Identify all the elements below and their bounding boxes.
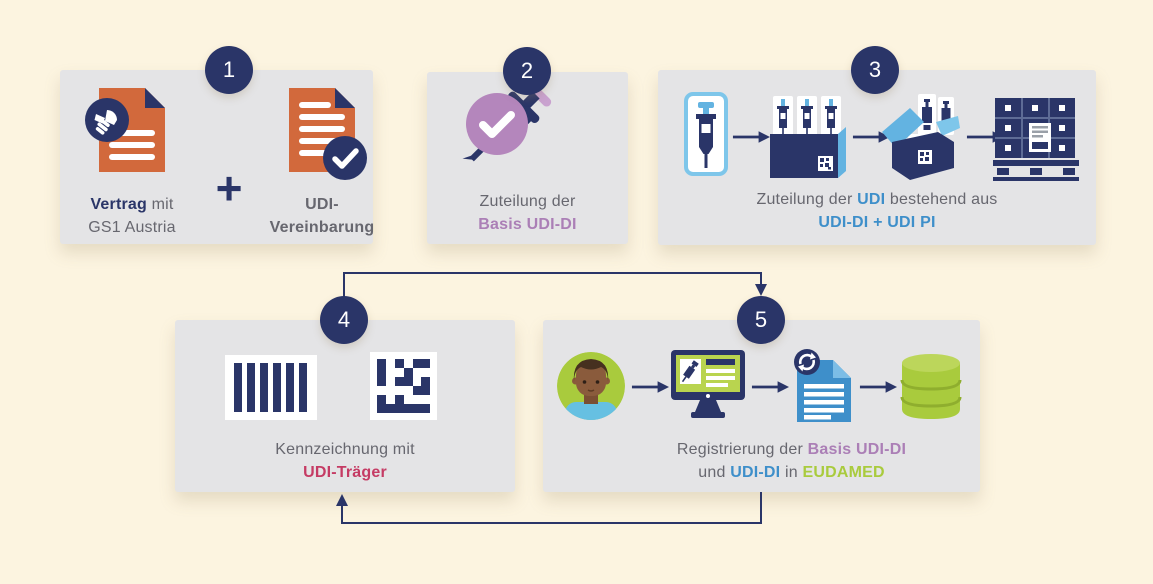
caption-text: Zuteilung der [479,193,576,210]
caption-text: in [780,464,803,481]
agreement-stack: UDI- Vereinbarung [247,70,397,239]
person-avatar-icon [557,352,625,420]
contract-document-icon [85,88,165,172]
agreement-document-icon [289,88,367,180]
inner-box-syringes-icon [770,96,846,178]
contract-stack: Vertrag mit GS1 Austria [57,70,207,239]
step1-number-badge: 1 [205,46,253,94]
shipping-box-icon [882,94,960,180]
caption-text: Vereinbarung [269,219,375,236]
connector-bottom-loop [341,492,762,524]
caption-text: Basis UDI-DI [807,441,907,458]
connector-top [343,272,762,298]
checkmark-badge-icon [323,136,367,180]
step3-caption: Zuteilung der UDI bestehend aus UDI-DI +… [658,188,1096,234]
step4-caption: Kennzeichnung mit UDI-Träger [175,438,515,484]
step3-panel: Zuteilung der UDI bestehend aus UDI-DI +… [658,70,1096,245]
blister-pack-icon [684,92,728,176]
computer-monitor-icon [671,350,745,418]
caption-text: Kennzeichnung mit [275,441,415,458]
syringe-check-icon [462,84,552,162]
caption-text: Registrierung der [676,441,808,458]
database-icon [900,354,962,419]
step4-number-badge: 4 [320,296,368,344]
barcode-icon [225,355,317,420]
plus-sign: + [215,162,243,214]
step1-caption-right: UDI- Vereinbarung [247,193,397,239]
arrow-right-icon [631,381,669,393]
step2-caption: Zuteilung der Basis UDI-DI [427,190,628,236]
caption-text: Basis UDI-DI [478,216,577,233]
arrowhead-down-icon [755,284,767,296]
sync-document-icon [794,349,851,422]
step5-panel: Registrierung der Basis UDI-DI und UDI-D… [543,320,980,492]
caption-text: Zuteilung der [756,191,858,208]
step5-number-badge: 5 [737,296,785,344]
arrow-right-icon [732,131,770,143]
caption-text: UDI-Träger [303,464,387,481]
step2-panel: Zuteilung der Basis UDI-DI [427,72,628,244]
caption-text: GS1 Austria [88,219,176,236]
arrowhead-up-icon [336,494,348,506]
caption-text: EUDAMED [802,464,885,481]
caption-text: und [698,464,731,481]
step1-caption-left: Vertrag mit GS1 Austria [57,193,207,239]
arrow-right-icon [859,381,897,393]
caption-text: Vertrag [90,196,147,213]
arrow-right-icon [852,131,890,143]
handshake-icon [85,98,129,142]
datamatrix-icon [370,352,437,420]
step1-panel: Vertrag mit GS1 Austria + [57,70,374,244]
step3-number-badge: 3 [851,46,899,94]
caption-text: bestehend aus [885,191,998,208]
arrow-right-icon [751,381,789,393]
step4-panel: Kennzeichnung mit UDI-Träger [175,320,515,492]
caption-text: mit [146,196,174,213]
caption-text: UDI- [305,196,339,213]
caption-text: UDI [857,191,886,208]
caption-text: UDI-DI + UDI PI [818,214,936,231]
caption-text: UDI-DI [730,464,781,481]
step5-caption: Registrierung der Basis UDI-DI und UDI-D… [603,438,980,484]
pallet-icon [993,98,1079,181]
step2-number-badge: 2 [503,47,551,95]
